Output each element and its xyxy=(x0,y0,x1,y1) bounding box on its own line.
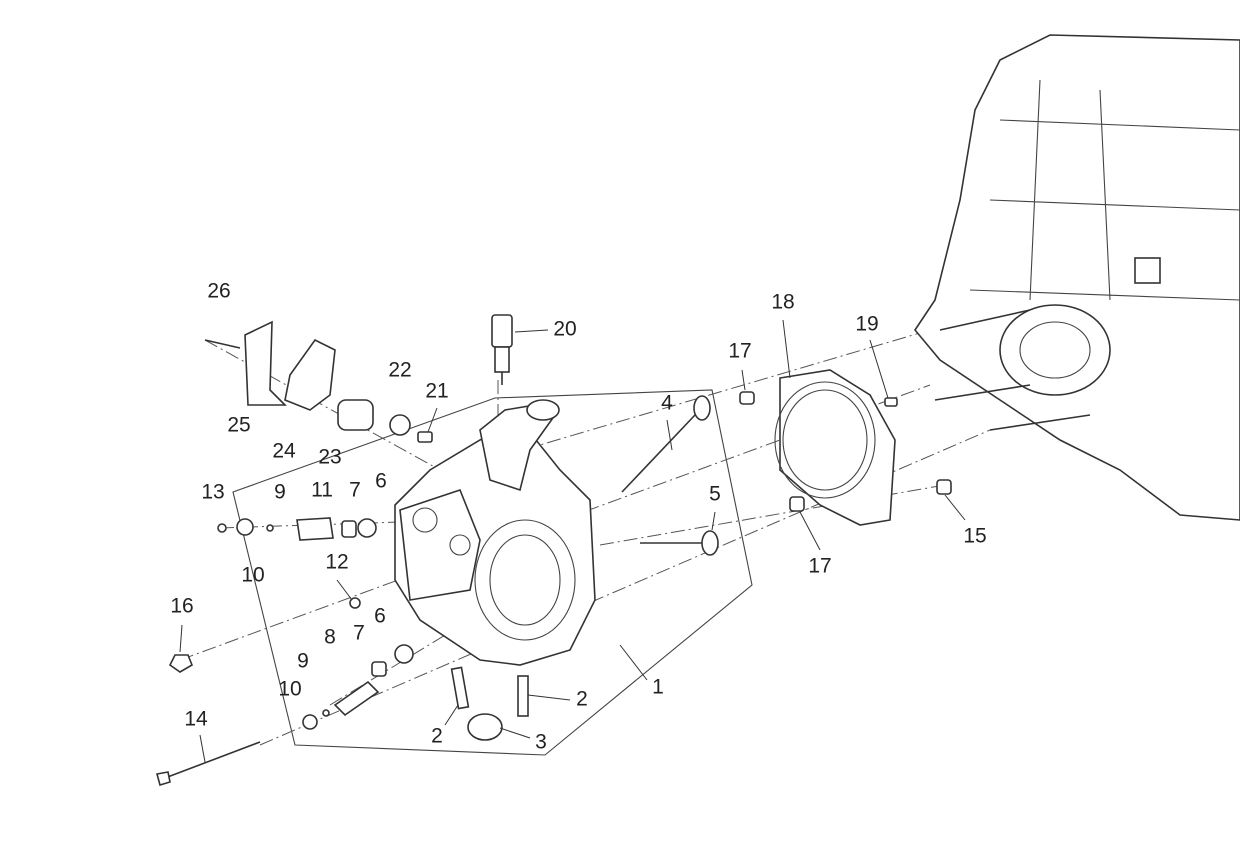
callout-21: 21 xyxy=(425,380,448,403)
callout-2b: 2 xyxy=(431,725,443,748)
callout-10b: 10 xyxy=(278,678,301,701)
callout-13: 13 xyxy=(201,481,224,504)
callout-23: 23 xyxy=(318,446,341,469)
callout-3: 3 xyxy=(535,731,547,754)
callout-17: 17 xyxy=(728,340,751,363)
callout-19: 19 xyxy=(855,313,878,336)
callout-12: 12 xyxy=(325,551,348,574)
callout-1: 1 xyxy=(652,676,664,699)
callout-18: 18 xyxy=(771,291,794,314)
callout-26: 26 xyxy=(207,280,230,303)
small-parts xyxy=(155,314,952,787)
leader-lines xyxy=(179,319,966,763)
callout-22: 22 xyxy=(388,359,411,382)
callout-6: 6 xyxy=(375,470,387,493)
callout-5: 5 xyxy=(709,483,721,506)
callout-11: 11 xyxy=(311,479,333,502)
head-gasket xyxy=(774,369,896,526)
valves xyxy=(621,395,719,556)
assembly-outline xyxy=(232,389,753,756)
callout-15: 15 xyxy=(963,525,986,548)
callout-7: 7 xyxy=(349,479,361,502)
callout-14: 14 xyxy=(184,708,208,731)
callout-labels: 26 20 18 19 17 22 21 4 5 25 24 23 13 9 1… xyxy=(170,280,986,754)
callout-8: 8 xyxy=(324,626,336,649)
crankcase xyxy=(914,34,1240,521)
callout-20: 20 xyxy=(553,318,576,341)
callout-2: 2 xyxy=(576,688,588,711)
callout-4: 4 xyxy=(661,392,673,415)
callout-9: 9 xyxy=(274,481,286,504)
callout-17b: 17 xyxy=(808,555,831,578)
cylinder-head xyxy=(394,399,596,666)
callout-9b: 9 xyxy=(297,650,309,673)
callout-6b: 6 xyxy=(374,605,386,628)
callout-10: 10 xyxy=(241,564,264,587)
callout-7b: 7 xyxy=(353,622,365,645)
callout-24: 24 xyxy=(272,440,296,463)
callout-25: 25 xyxy=(227,414,250,437)
callout-16: 16 xyxy=(170,595,193,618)
